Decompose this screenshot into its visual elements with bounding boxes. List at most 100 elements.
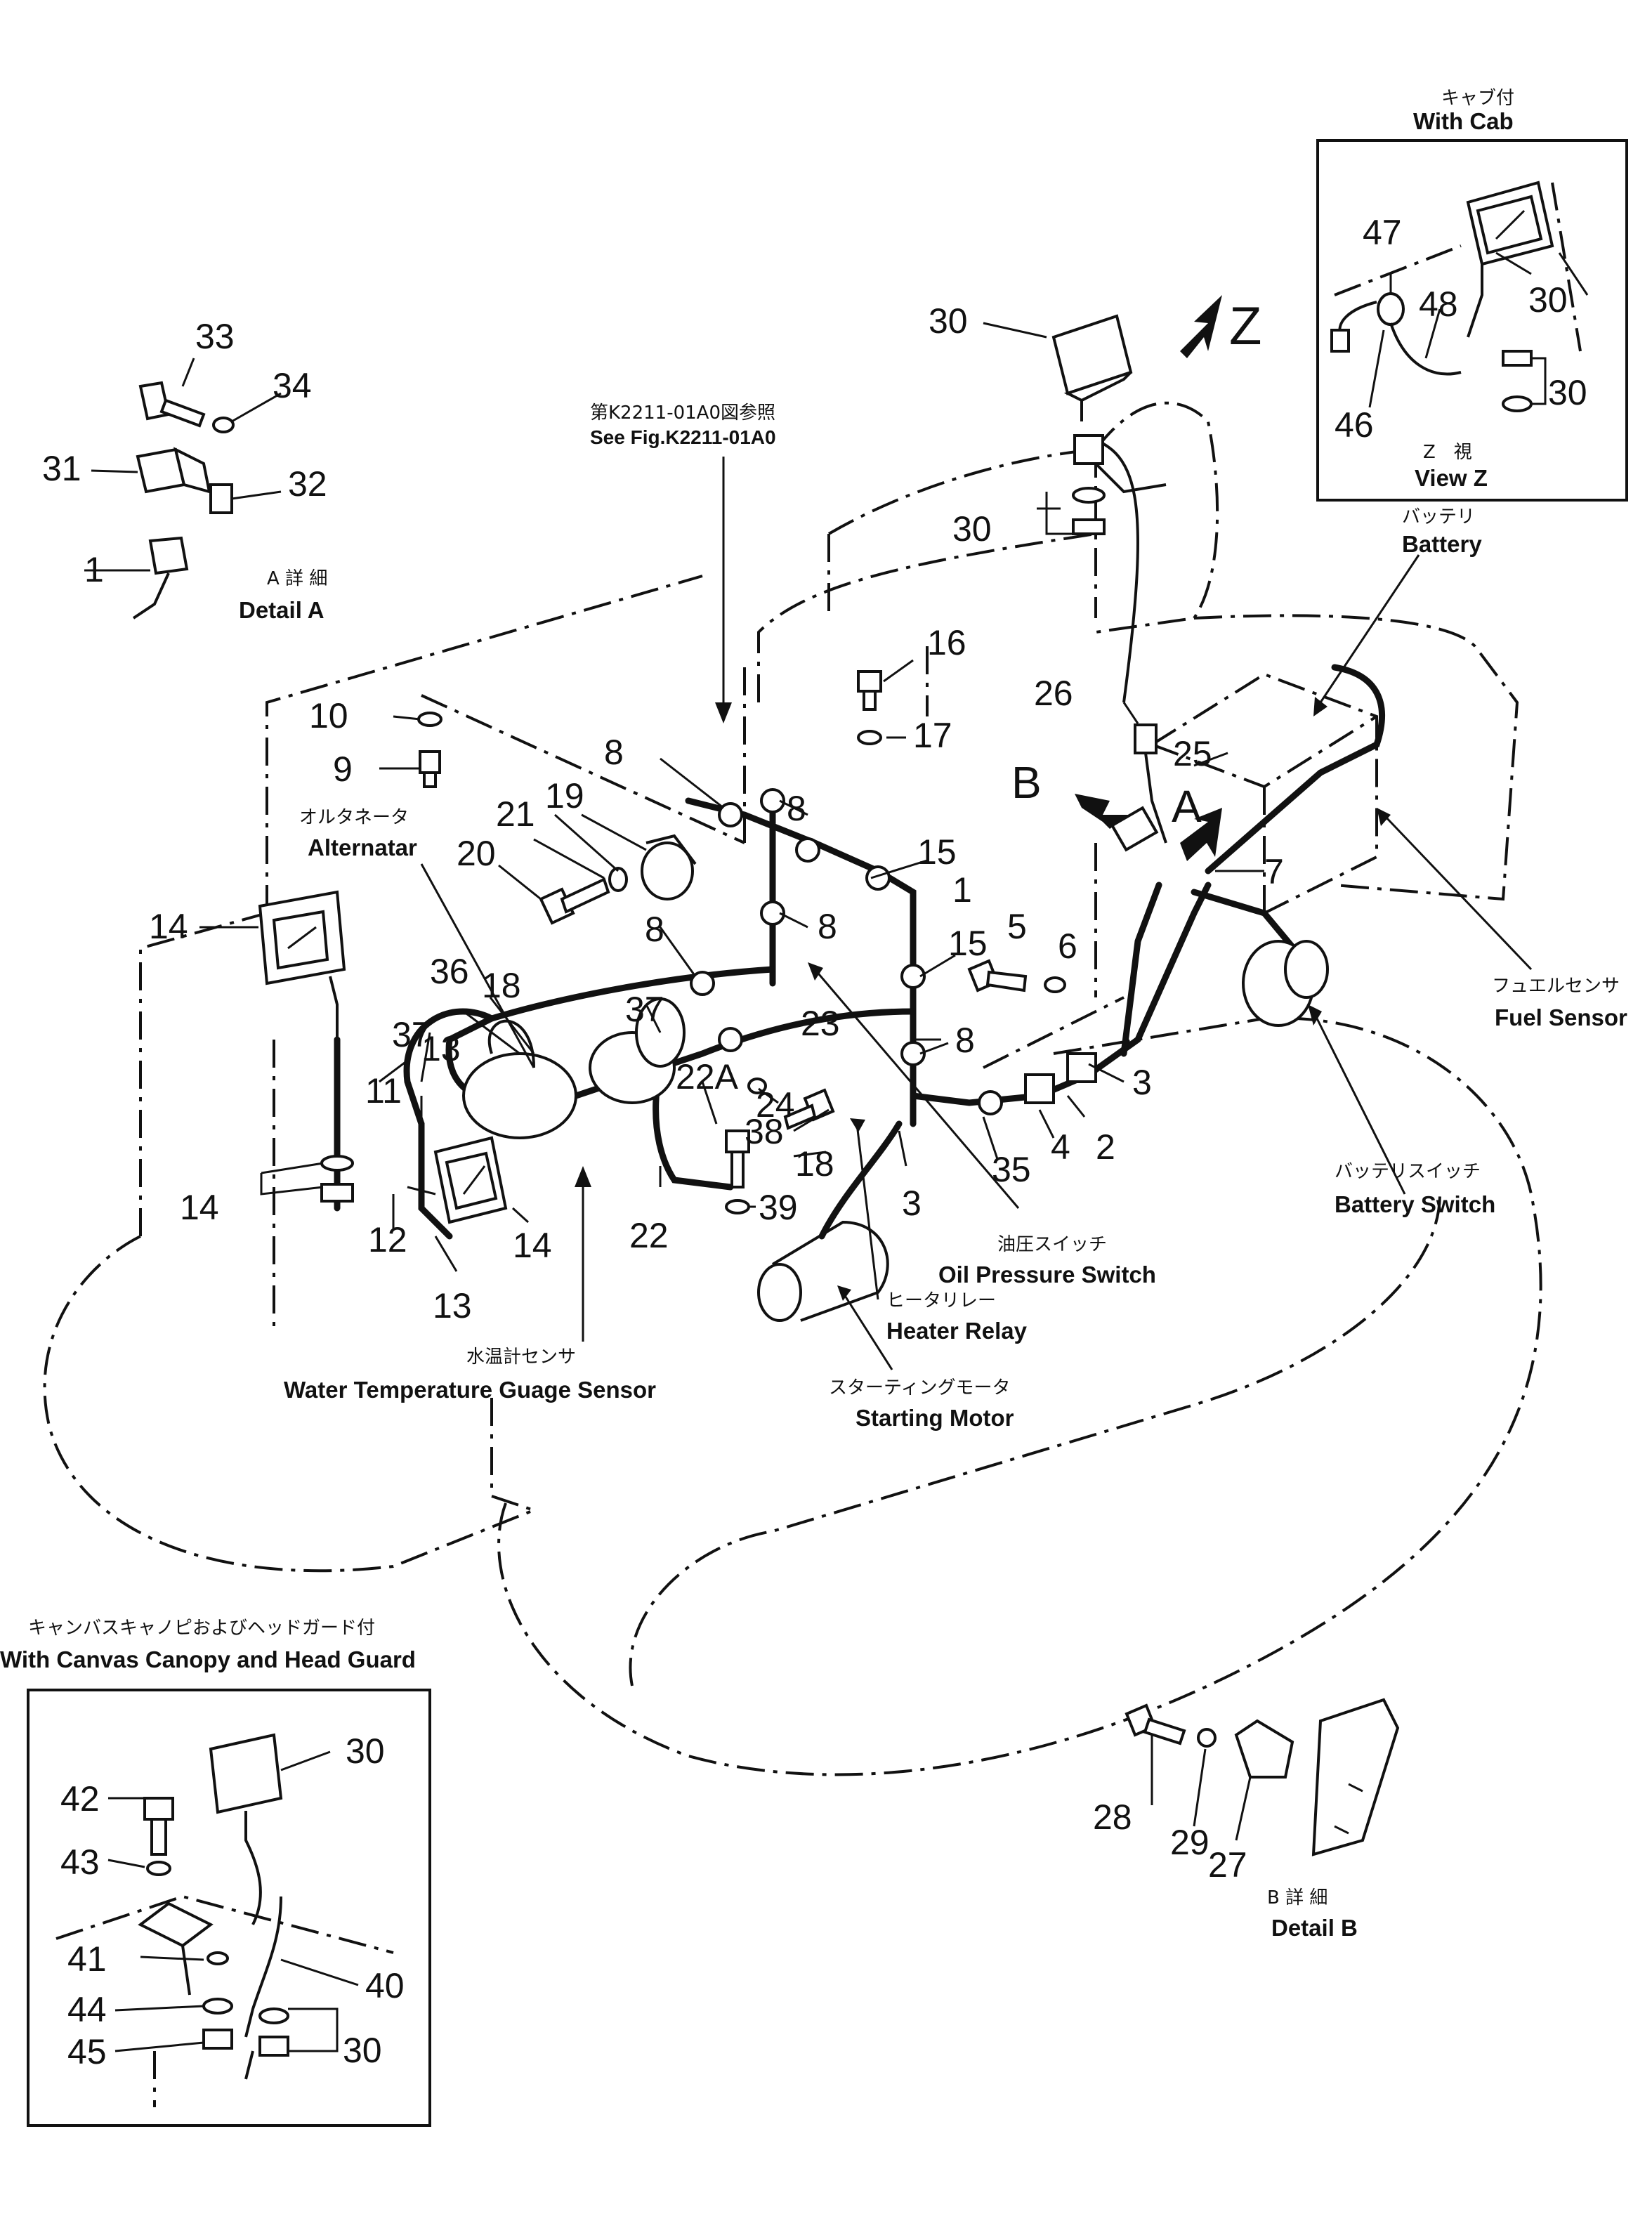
- battery-jp: バッテリ: [1402, 506, 1475, 528]
- battery-en: Battery: [1402, 531, 1482, 557]
- callout-5: 5: [1007, 907, 1027, 946]
- callout-42: 42: [60, 1779, 100, 1819]
- callout-17: 17: [913, 716, 952, 755]
- callout-2: 2: [1096, 1127, 1115, 1167]
- view-z-en: View Z: [1415, 465, 1488, 491]
- callout-35: 35: [992, 1150, 1031, 1189]
- callout-numbers: 1 1 2 3 3 4 5 6 7 8 8 8 8 8 9 10 11 12 1…: [42, 213, 1587, 2071]
- callout-8-b: 8: [787, 789, 806, 828]
- callout-20: 20: [457, 834, 496, 873]
- callout-15-upper: 15: [917, 832, 957, 872]
- callout-43: 43: [60, 1842, 100, 1882]
- callout-29: 29: [1170, 1823, 1210, 1862]
- with-cab-jp: キャブ付: [1441, 88, 1514, 109]
- callout-21: 21: [496, 794, 535, 834]
- callout-8-d: 8: [645, 910, 664, 949]
- heater-relay-en: Heater Relay: [886, 1318, 1028, 1344]
- arrow-b-label: B: [1011, 757, 1042, 808]
- callout-12: 12: [368, 1220, 407, 1259]
- callout-11: 11: [365, 1071, 402, 1111]
- callout-13-lower: 13: [433, 1286, 472, 1325]
- with-cab-en: With Cab: [1413, 108, 1514, 134]
- callout-30-canopy-nut: 30: [343, 2031, 382, 2070]
- bolt-9: [417, 712, 442, 788]
- callout-30-top: 30: [929, 301, 968, 341]
- callout-14-light: 14: [149, 907, 188, 946]
- callout-3-lower: 3: [902, 1184, 922, 1223]
- callout-47: 47: [1363, 213, 1402, 252]
- callout-19: 19: [545, 776, 584, 815]
- callout-7: 7: [1264, 852, 1284, 891]
- bolt-38: [725, 1129, 750, 1214]
- callout-8-c: 8: [818, 907, 837, 946]
- leader-lines: [199, 322, 1533, 1370]
- callout-45: 45: [67, 2032, 107, 2071]
- callout-30-cab-light: 30: [1528, 280, 1568, 320]
- callout-32: 32: [288, 464, 327, 504]
- arrow-b-icon: [1075, 794, 1131, 829]
- callout-13-upper: 13: [421, 1029, 461, 1068]
- arrow-z-label: Z: [1229, 296, 1261, 356]
- callout-25: 25: [1173, 734, 1212, 773]
- callout-6: 6: [1058, 926, 1077, 966]
- detail-b-jp: B 詳 細: [1267, 1887, 1328, 1908]
- callout-46: 46: [1335, 405, 1374, 445]
- water-temp-jp: 水温計センサ: [466, 1347, 576, 1368]
- callout-22a: 22A: [676, 1057, 739, 1096]
- arrow-a-label: A: [1172, 781, 1202, 832]
- callout-36: 36: [430, 952, 469, 991]
- connector-b: [1110, 806, 1159, 852]
- callout-40: 40: [365, 1966, 405, 2005]
- callout-9: 9: [333, 749, 353, 789]
- callout-22: 22: [629, 1216, 669, 1255]
- see-fig-en: See Fig.K2211-01A0: [590, 426, 776, 448]
- fuel-sensor-jp: フュエルセンサ: [1492, 976, 1620, 997]
- detail-b: [1125, 1698, 1400, 1856]
- callout-30-canopy-light: 30: [346, 1731, 385, 1771]
- canopy-en: With Canvas Canopy and Head Guard: [0, 1646, 416, 1672]
- battery-switch: [1242, 940, 1329, 1027]
- canopy-jp: キャンバスキャノピおよびヘッドガード付: [28, 1618, 375, 1639]
- callout-37-left: 37: [392, 1015, 431, 1054]
- horn: [641, 834, 697, 900]
- bolt-5: [967, 959, 1066, 993]
- callout-8-a: 8: [604, 733, 624, 772]
- alternator-en: Alternatar: [308, 834, 417, 860]
- callout-30-mid: 30: [952, 509, 992, 549]
- callout-23: 23: [801, 1004, 840, 1043]
- callout-34: 34: [273, 366, 312, 405]
- callout-48: 48: [1419, 284, 1458, 324]
- callout-38: 38: [745, 1112, 784, 1151]
- detail-a-jp: A 詳 細: [267, 568, 327, 589]
- with-cab-box: [1316, 139, 1628, 502]
- oil-pressure-en: Oil Pressure Switch: [938, 1262, 1156, 1288]
- starting-motor-en: Starting Motor: [855, 1405, 1014, 1431]
- canopy-box: [27, 1689, 431, 2127]
- bolt-16: [857, 670, 882, 745]
- callout-30-cab-nut: 30: [1548, 373, 1587, 412]
- callout-37-right: 37: [625, 990, 664, 1029]
- callout-39: 39: [759, 1188, 798, 1227]
- callout-1: 1: [952, 870, 972, 910]
- arrow-z-icon: [1180, 295, 1222, 358]
- oil-pressure-jp: 油圧スイッチ: [997, 1234, 1107, 1255]
- battery-switch-jp: バッテリスイッチ: [1335, 1161, 1481, 1182]
- callout-26: 26: [1034, 674, 1073, 713]
- starting-motor-jp: スターティングモータ: [829, 1377, 1010, 1399]
- arrow-a-icon: [1180, 808, 1222, 861]
- work-light-center: [433, 1136, 508, 1224]
- heater-relay-jp: ヒータリレー: [886, 1290, 996, 1311]
- callout-18-upper: 18: [482, 966, 521, 1005]
- callout-33: 33: [195, 317, 235, 356]
- callout-14-nut: 14: [180, 1188, 219, 1227]
- callout-28: 28: [1093, 1797, 1132, 1837]
- callout-15-lower: 15: [948, 924, 988, 963]
- fuel-sensor-en: Fuel Sensor: [1495, 1004, 1627, 1030]
- callout-14-lower: 14: [513, 1226, 552, 1265]
- detail-a-en: Detail A: [239, 597, 324, 623]
- machine-outline: [43, 401, 1542, 1776]
- callout-44: 44: [67, 1990, 107, 2029]
- water-temp-en: Water Temperature Guage Sensor: [284, 1377, 656, 1403]
- callout-8-e: 8: [955, 1021, 975, 1060]
- callout-27: 27: [1208, 1845, 1247, 1885]
